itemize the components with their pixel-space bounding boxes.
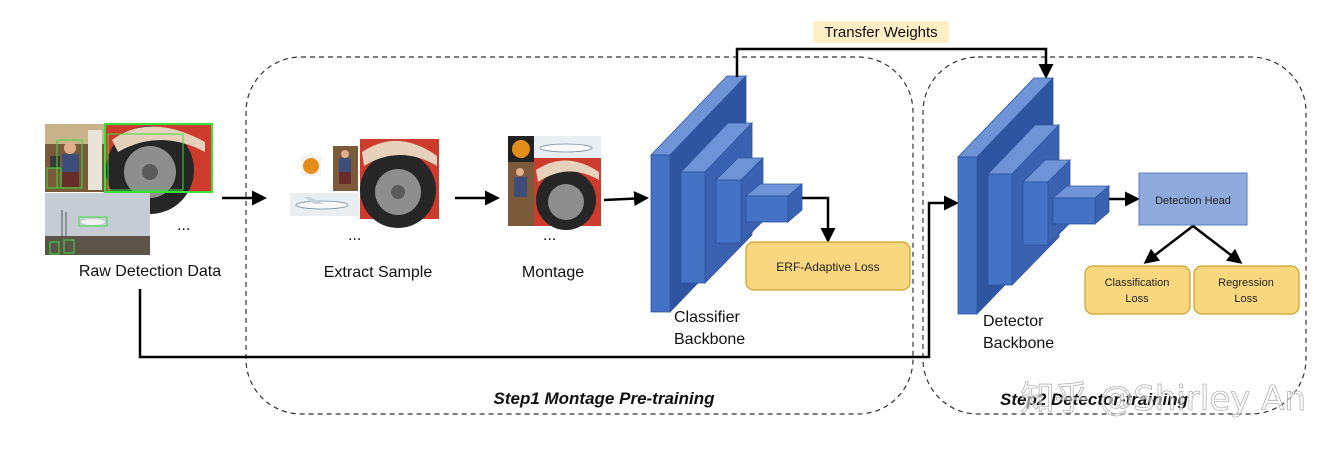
extracted-samples bbox=[290, 139, 439, 228]
arrow-raw-to-detector bbox=[138, 195, 959, 359]
regression-loss-label-1: Regression bbox=[1218, 277, 1274, 289]
arrow-transfer-weights bbox=[735, 47, 1054, 79]
arrow-head-to-regression bbox=[1192, 225, 1243, 264]
raw-detection-images bbox=[45, 123, 213, 255]
montage-label: Montage bbox=[522, 264, 584, 281]
detector-backbone-label-1: Detector bbox=[983, 313, 1044, 330]
montage-image bbox=[508, 136, 601, 230]
raw-ellipsis: ... bbox=[177, 217, 190, 234]
transfer-weights-highlight bbox=[813, 21, 949, 43]
step1-title: Step1 Montage Pre-training bbox=[493, 389, 715, 408]
erf-adaptive-loss-box bbox=[745, 241, 911, 291]
step2-title: Step2 Detector-training bbox=[1000, 390, 1189, 409]
arrow-montage-to-classifier bbox=[603, 191, 649, 207]
raw-detection-label: Raw Detection Data bbox=[79, 263, 221, 280]
detector-backbone bbox=[957, 77, 1111, 315]
watermark: 知乎 @Shirley An bbox=[1021, 379, 1306, 419]
extract-ellipsis: ... bbox=[348, 227, 361, 244]
arrow-head-to-classification bbox=[1143, 225, 1194, 264]
montage-ellipsis: ... bbox=[543, 227, 556, 244]
regression-loss-box bbox=[1193, 265, 1300, 315]
classification-loss-label-1: Classification bbox=[1105, 277, 1170, 289]
detection-head-box bbox=[1138, 172, 1248, 226]
step1-container bbox=[245, 56, 914, 415]
arrow-classifier-to-erf-loss bbox=[802, 196, 836, 243]
detector-backbone-label-2: Backbone bbox=[983, 335, 1054, 352]
detection-head-label: Detection Head bbox=[1155, 195, 1231, 207]
regression-loss-label-2: Loss bbox=[1234, 293, 1258, 305]
classification-loss-label-2: Loss bbox=[1125, 293, 1149, 305]
classification-loss-box bbox=[1084, 265, 1191, 315]
extract-sample-label: Extract Sample bbox=[324, 264, 433, 281]
classifier-backbone-label-1: Classifier bbox=[674, 309, 740, 326]
step2-container bbox=[922, 56, 1307, 415]
erf-adaptive-loss-label: ERF-Adaptive Loss bbox=[776, 260, 879, 274]
classifier-backbone-label-2: Backbone bbox=[674, 331, 745, 348]
classifier-backbone bbox=[650, 75, 804, 313]
transfer-weights-label: Transfer Weights bbox=[824, 24, 937, 41]
